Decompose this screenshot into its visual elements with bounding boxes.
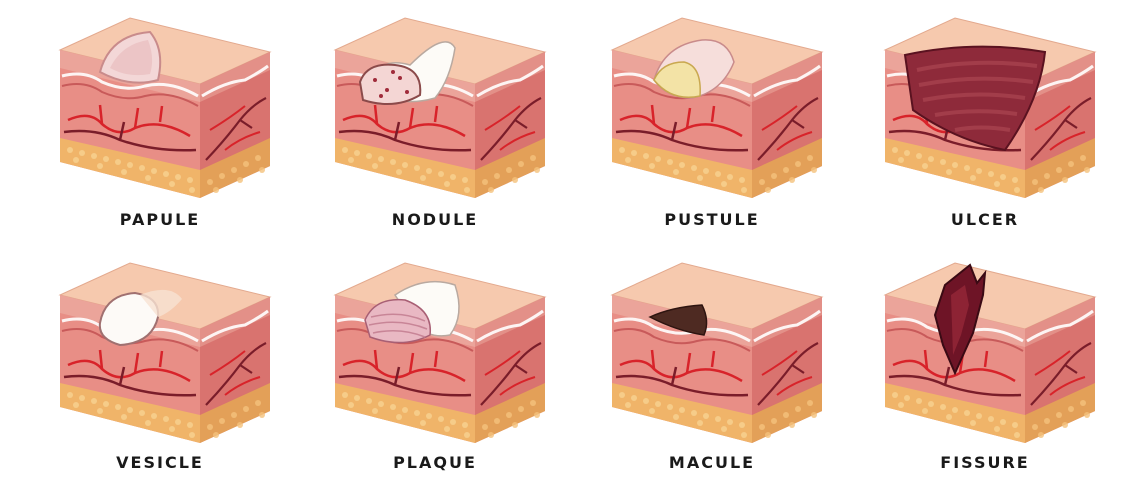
macule-illustration: [592, 255, 832, 455]
vesicle-illustration: [40, 255, 280, 455]
ulcer-illustration: [865, 10, 1105, 210]
lesion-pustule: PUSTULE: [592, 10, 832, 240]
macule-label: MACULE: [592, 453, 832, 472]
lesion-ulcer: ULCER: [865, 10, 1105, 240]
pustule-label: PUSTULE: [592, 210, 832, 229]
plaque-label: PLAQUE: [315, 453, 555, 472]
lesion-papule: PAPULE: [40, 10, 280, 240]
vesicle-label: VESICLE: [40, 453, 280, 472]
pustule-illustration: [592, 10, 832, 210]
papule-illustration: [40, 10, 280, 210]
fissure-illustration: [865, 255, 1105, 455]
nodule-illustration: [315, 10, 555, 210]
plaque-illustration: [315, 255, 555, 455]
lesion-vesicle: VESICLE: [40, 255, 280, 485]
lesion-macule: MACULE: [592, 255, 832, 485]
fissure-label: FISSURE: [865, 453, 1105, 472]
lesion-fissure: FISSURE: [865, 255, 1105, 485]
nodule-label: NODULE: [315, 210, 555, 229]
papule-label: PAPULE: [40, 210, 280, 229]
lesion-nodule: NODULE: [315, 10, 555, 240]
ulcer-label: ULCER: [865, 210, 1105, 229]
lesion-plaque: PLAQUE: [315, 255, 555, 485]
